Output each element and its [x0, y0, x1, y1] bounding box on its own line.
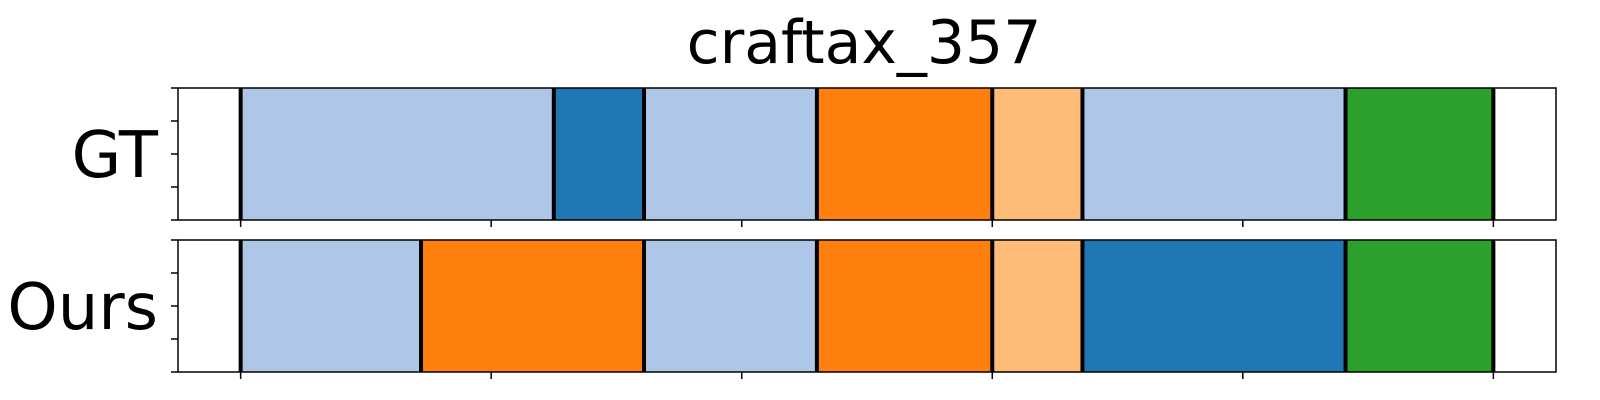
segment-bar — [1082, 88, 1346, 220]
segment-bar — [816, 240, 993, 372]
segment-bar — [992, 240, 1083, 372]
segment-bar — [644, 240, 817, 372]
segment-bar — [1082, 240, 1346, 372]
segment-bar — [553, 88, 645, 220]
segment-bar — [992, 88, 1083, 220]
segment-bar — [1345, 88, 1494, 220]
row-gt: GT — [72, 87, 1557, 227]
row-ours: Ours — [7, 239, 1557, 379]
segment-bar — [644, 88, 817, 220]
row-label: GT — [72, 119, 159, 193]
chart-title: craftax_357 — [687, 8, 1042, 78]
row-label: Ours — [7, 271, 158, 345]
rows-layer: GT Ours — [7, 87, 1557, 379]
segment-bar — [240, 88, 554, 220]
segment-bar — [421, 240, 645, 372]
segment-bar — [240, 240, 422, 372]
segment-bar — [816, 88, 993, 220]
segment-bar — [1345, 240, 1494, 372]
